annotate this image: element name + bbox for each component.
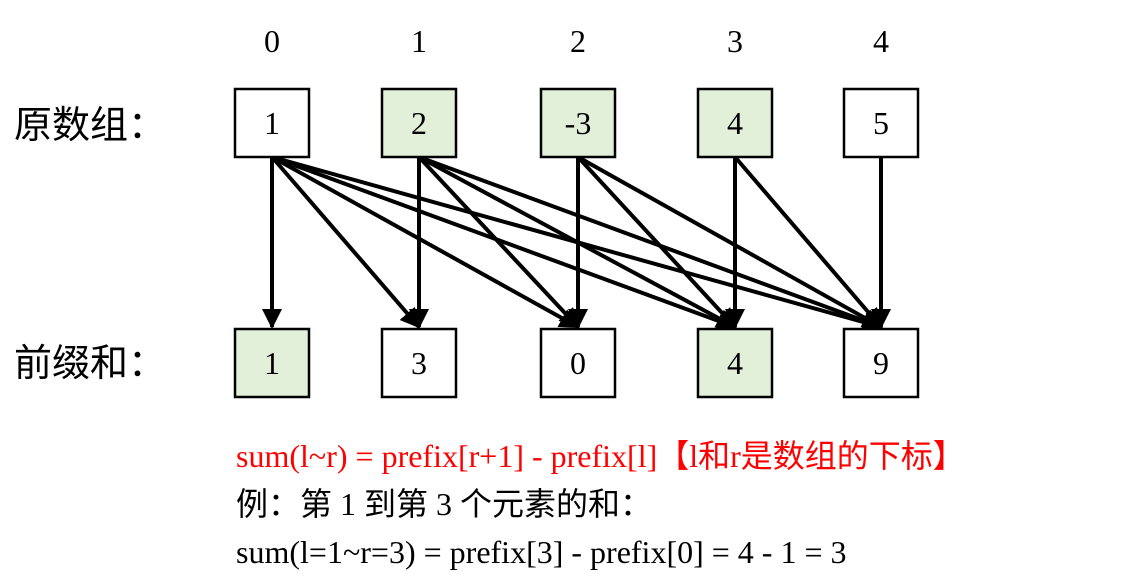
- original-array-cell: [696, 87, 774, 159]
- index-row: 0 1 2 3 4: [264, 23, 889, 59]
- prefix-sum-value: 9: [873, 345, 889, 381]
- prefix-sum-cell: [696, 327, 774, 399]
- original-array-cell: [842, 87, 920, 159]
- contribution-arrow: [418, 155, 883, 331]
- prefix-sum-value: 4: [727, 345, 743, 381]
- contribution-arrow: [270, 155, 421, 329]
- contribution-arrow: [577, 155, 883, 329]
- original-array-label: 原数组：: [14, 105, 166, 147]
- contribution-arrow: [271, 155, 580, 329]
- formula-main: sum(l~r) = prefix[r+1] - prefix[l]【l和r是数…: [236, 438, 965, 474]
- contribution-arrow: [271, 155, 737, 331]
- example-line: 例：第 1 到第 3 个元素的和：: [236, 486, 652, 522]
- original-array-value: 4: [727, 105, 743, 141]
- original-array-cell: [380, 87, 458, 159]
- original-array-cell: [539, 87, 617, 159]
- index-label: 3: [727, 23, 743, 59]
- prefix-sum-cell: [233, 327, 311, 399]
- original-array-cell: [233, 87, 311, 159]
- contribution-arrow: [576, 155, 737, 329]
- prefix-sum-cell: [539, 327, 617, 399]
- original-array-value: 2: [411, 105, 427, 141]
- edge-group: [262, 155, 891, 332]
- prefix-sum-value: 0: [570, 345, 586, 381]
- index-label: 2: [570, 23, 586, 59]
- contribution-arrow: [417, 155, 580, 329]
- original-array-value: 1: [264, 105, 280, 141]
- prefix-sum-row: 1 3 0 4 9: [233, 327, 920, 399]
- original-array-value: -3: [565, 105, 592, 141]
- original-array-value: 5: [873, 105, 889, 141]
- original-array-row: 1 2 -3 4 5: [233, 87, 920, 159]
- prefix-sum-value: 3: [411, 345, 427, 381]
- example-calc: sum(l=1~r=3) = prefix[3] - prefix[0] = 4…: [236, 534, 847, 570]
- index-label: 1: [411, 23, 427, 59]
- prefix-sum-cell: [842, 327, 920, 399]
- contribution-arrow: [733, 155, 883, 329]
- index-label: 4: [873, 23, 889, 59]
- prefix-sum-cell: [380, 327, 458, 399]
- index-label: 0: [264, 23, 280, 59]
- prefix-sum-value: 1: [264, 345, 280, 381]
- prefix-sum-label: 前缀和：: [14, 343, 166, 385]
